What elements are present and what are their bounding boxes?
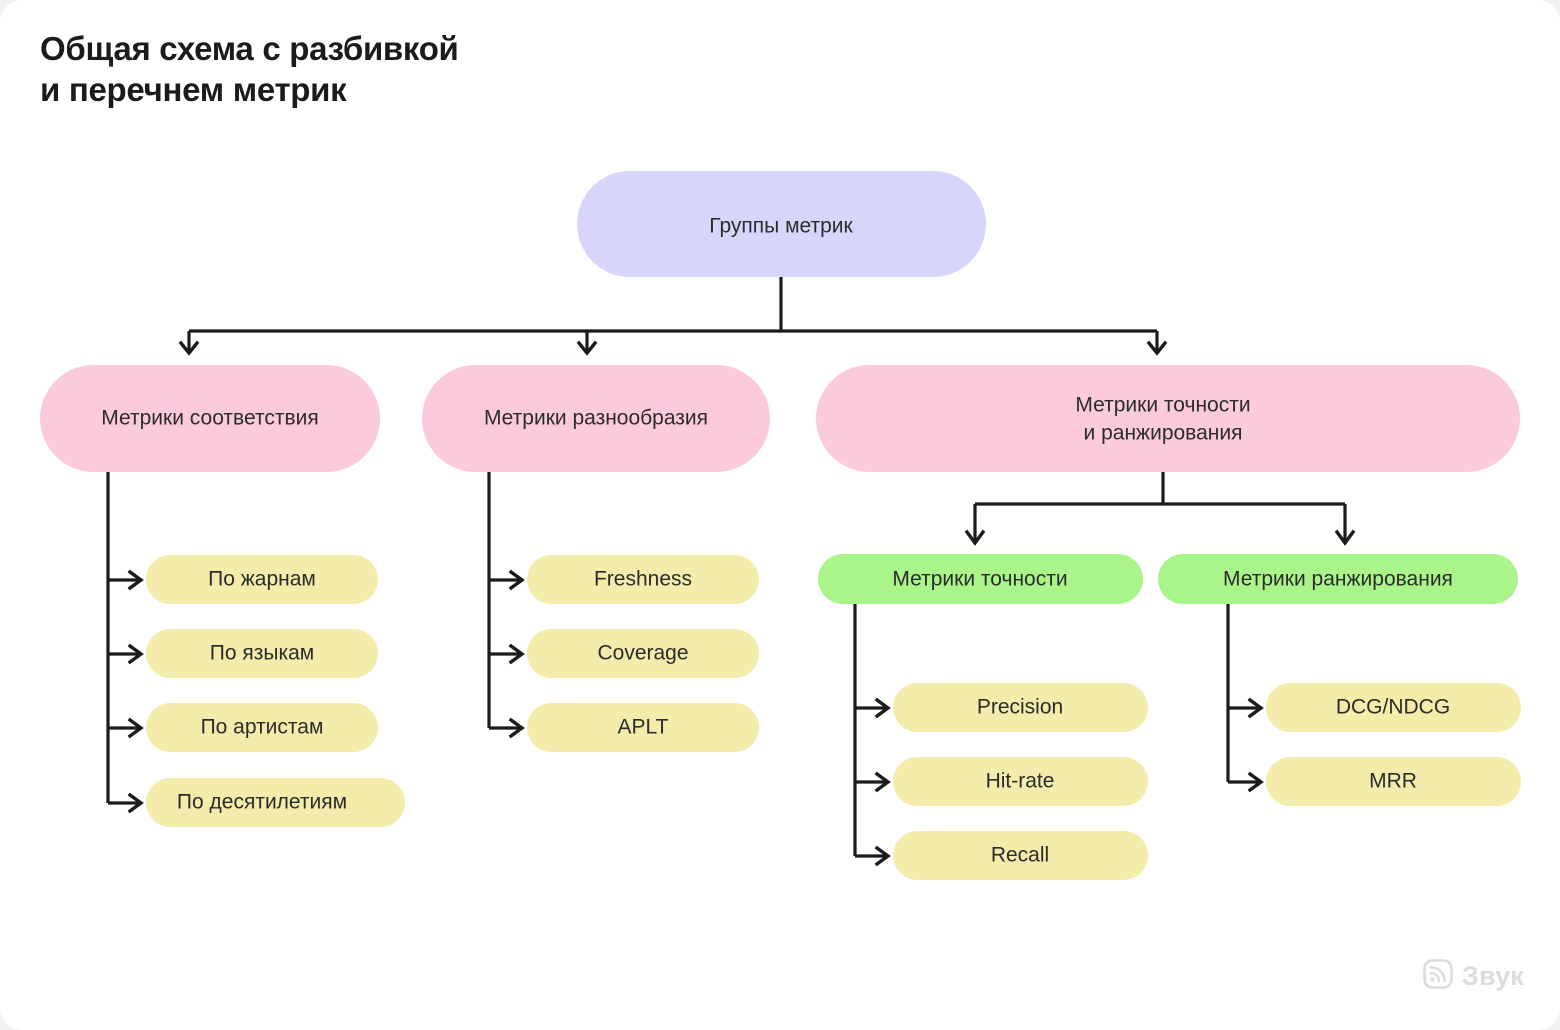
node-branch-accuracy-ranking-label-line2: и ранжирования — [1084, 422, 1243, 445]
page-title: Общая схема с разбивкой и перечнем метри… — [40, 30, 459, 108]
node-branch-relevance-label: Метрики соответствия — [101, 407, 318, 430]
leaf-langs-label: По языкам — [210, 642, 314, 665]
leaf-coverage[interactable]: Coverage — [527, 629, 759, 678]
watermark: Звук — [1423, 959, 1524, 994]
connector-bus-to-branch-diversity — [576, 331, 598, 356]
connector-branch-accuracy-to-subgroups — [964, 472, 1356, 546]
leaf-aplt-label: APLT — [618, 716, 669, 739]
leaf-aplt[interactable]: APLT — [527, 703, 759, 752]
node-root[interactable]: Группы метрик — [577, 171, 986, 277]
leaf-mrr-label: MRR — [1369, 770, 1417, 793]
node-subgroup-accuracy[interactable]: Метрики точности — [818, 554, 1143, 604]
leaf-coverage-label: Coverage — [597, 642, 688, 665]
leaf-artists-label: По артистам — [201, 716, 324, 739]
signal-wave-icon — [1423, 959, 1453, 994]
node-subgroup-ranking-label: Метрики ранжирования — [1223, 568, 1453, 591]
leaf-hitrate-label: Hit-rate — [986, 770, 1055, 793]
node-subgroup-ranking[interactable]: Метрики ранжирования — [1158, 554, 1518, 604]
leaf-freshness[interactable]: Freshness — [527, 555, 759, 604]
connector-bus-to-branch-relevance — [178, 331, 200, 356]
leaf-recall[interactable]: Recall — [893, 831, 1148, 880]
connector-root-to-bus — [189, 277, 1157, 333]
leaf-hitrate[interactable]: Hit-rate — [893, 757, 1148, 806]
connector-diversity-leaves — [487, 472, 525, 739]
leaf-dcg-label: DCG/NDCG — [1336, 696, 1450, 719]
connector-bus-to-branch-accuracy — [1146, 331, 1168, 356]
leaf-decades[interactable]: По десятилетиям — [146, 778, 405, 827]
leaf-precision-label: Precision — [977, 696, 1063, 719]
connector-accuracy-leaves — [853, 604, 891, 867]
node-root-label: Группы метрик — [709, 215, 853, 238]
leaf-langs[interactable]: По языкам — [146, 629, 378, 678]
node-subgroup-accuracy-label: Метрики точности — [892, 568, 1067, 591]
node-branch-diversity-label: Метрики разнообразия — [484, 407, 708, 430]
leaf-dcg[interactable]: DCG/NDCG — [1266, 683, 1521, 732]
node-branch-accuracy-ranking-label-line1: Метрики точности — [1075, 394, 1250, 417]
node-branch-diversity[interactable]: Метрики разнообразия — [422, 365, 770, 472]
leaf-recall-label: Recall — [991, 844, 1049, 867]
leaf-precision[interactable]: Precision — [893, 683, 1148, 732]
connector-ranking-leaves — [1226, 604, 1264, 793]
leaf-artists[interactable]: По артистам — [146, 703, 378, 752]
leaf-mrr[interactable]: MRR — [1266, 757, 1521, 806]
leaf-genres-label: По жарнам — [208, 568, 316, 591]
leaf-decades-label: По десятилетиям — [177, 791, 347, 814]
connector-relevance-leaves — [106, 472, 144, 814]
node-branch-accuracy-ranking[interactable]: Метрики точности и ранжирования — [816, 365, 1520, 472]
node-branch-relevance[interactable]: Метрики соответствия — [40, 365, 380, 472]
leaf-freshness-label: Freshness — [594, 568, 692, 591]
watermark-label: Звук — [1461, 961, 1524, 991]
leaf-genres[interactable]: По жарнам — [146, 555, 378, 604]
